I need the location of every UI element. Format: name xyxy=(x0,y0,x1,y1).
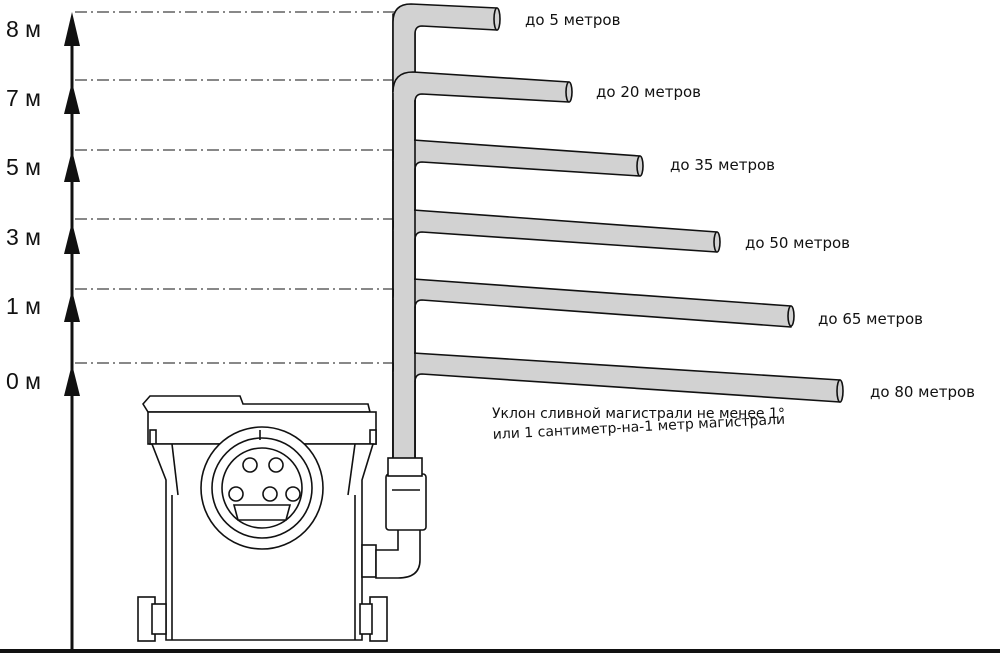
pipe-end-3m xyxy=(713,231,721,253)
arrow-icon xyxy=(64,364,80,396)
arrow-icon xyxy=(64,222,80,254)
inlet-hole xyxy=(228,486,244,502)
height-label-3m: 3 м xyxy=(6,224,41,250)
outlet-elbow xyxy=(375,527,421,579)
pipe-branch-7m xyxy=(392,71,570,103)
pipe-end-5m xyxy=(636,155,644,177)
outlet-coupling xyxy=(385,473,427,531)
pipe-branch-0m xyxy=(392,352,841,403)
inlet-hole xyxy=(262,486,278,502)
pipe-branch-3m xyxy=(392,209,718,253)
pump-lid xyxy=(142,395,372,413)
distance-label-3m: до 50 метров xyxy=(745,234,850,252)
distance-label-1m: до 65 метров xyxy=(818,310,923,328)
height-axis-arrows xyxy=(64,12,80,396)
inlet-hole xyxy=(242,457,258,473)
height-label-8m: 8 м xyxy=(6,16,41,42)
height-label-5m: 5 м xyxy=(6,154,41,180)
pump-unit xyxy=(137,395,427,642)
discharge-pipes xyxy=(392,3,844,461)
height-label-7m: 7 м xyxy=(6,85,41,111)
pipe-end-1m xyxy=(787,305,795,327)
height-label-1m: 1 м xyxy=(6,293,41,319)
arrow-icon xyxy=(64,82,80,114)
arrow-icon xyxy=(64,150,80,182)
arrow-icon xyxy=(64,290,80,322)
level-lines xyxy=(75,11,410,364)
height-label-0m: 0 м xyxy=(6,368,41,394)
pipe-end-8m xyxy=(493,7,501,31)
distance-label-7m: до 20 метров xyxy=(596,83,701,101)
slope-note-line-1: Уклон сливной магистрали не менее 1° xyxy=(492,406,785,422)
arrow-icon xyxy=(64,12,80,46)
pipe-branch-5m xyxy=(392,139,641,177)
distance-label-5m: до 35 метров xyxy=(670,156,775,174)
inlet-hole xyxy=(268,457,284,473)
pipe-end-7m xyxy=(565,81,573,103)
inlet-hole xyxy=(285,486,301,502)
pipe-end-0m xyxy=(836,379,844,403)
distance-label-8m: до 5 метров xyxy=(525,11,620,29)
pipe-branch-1m xyxy=(392,278,792,328)
distance-label-0m: до 80 метров xyxy=(870,383,975,401)
